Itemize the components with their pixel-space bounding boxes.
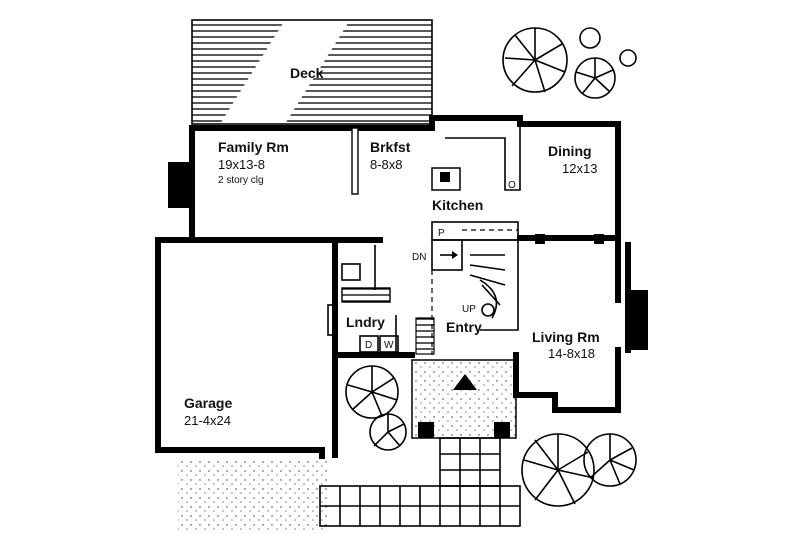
family-room-note: 2 story clg — [218, 175, 264, 186]
tree — [579, 27, 601, 49]
porch-column — [418, 422, 434, 438]
garage-name: Garage — [184, 395, 232, 411]
staircase — [431, 221, 519, 355]
deck-label: Deck — [290, 65, 324, 81]
family-room-size: 19x13-8 — [218, 157, 265, 172]
stair-up-arrow-icon — [481, 284, 501, 306]
washer — [379, 335, 399, 353]
entry-label: Entry — [446, 319, 482, 335]
living-room-name: Living Rm — [532, 329, 600, 345]
stair-up-label: UP — [462, 304, 476, 315]
tree — [619, 49, 637, 67]
laundry-label: Lndry — [346, 314, 385, 330]
walkway — [319, 437, 521, 527]
brkfst-name: Brkfst — [370, 139, 411, 155]
deck — [191, 19, 433, 125]
landscaping-trees — [345, 27, 637, 507]
porch-column — [494, 422, 510, 438]
dining-size: 12x13 — [562, 161, 597, 176]
driveway — [178, 458, 328, 533]
dryer-label: D — [365, 340, 372, 351]
fireplace — [628, 290, 648, 350]
dryer — [359, 335, 379, 353]
fireplace — [168, 162, 192, 208]
brkfst-size: 8-8x8 — [370, 157, 403, 172]
stair-down-label: DN — [412, 252, 426, 263]
washer-label: W — [384, 340, 394, 351]
kitchen-label: Kitchen — [432, 197, 483, 213]
dining-name: Dining — [548, 143, 592, 159]
porch-arrow-icon — [453, 374, 477, 390]
garage-size: 21-4x24 — [184, 413, 231, 428]
interior-walls — [327, 124, 621, 355]
oven-label: O — [508, 180, 516, 191]
pantry-label: P — [438, 228, 445, 239]
family-room-name: Family Rm — [218, 139, 289, 155]
living-room-size: 14-8x18 — [548, 346, 595, 361]
